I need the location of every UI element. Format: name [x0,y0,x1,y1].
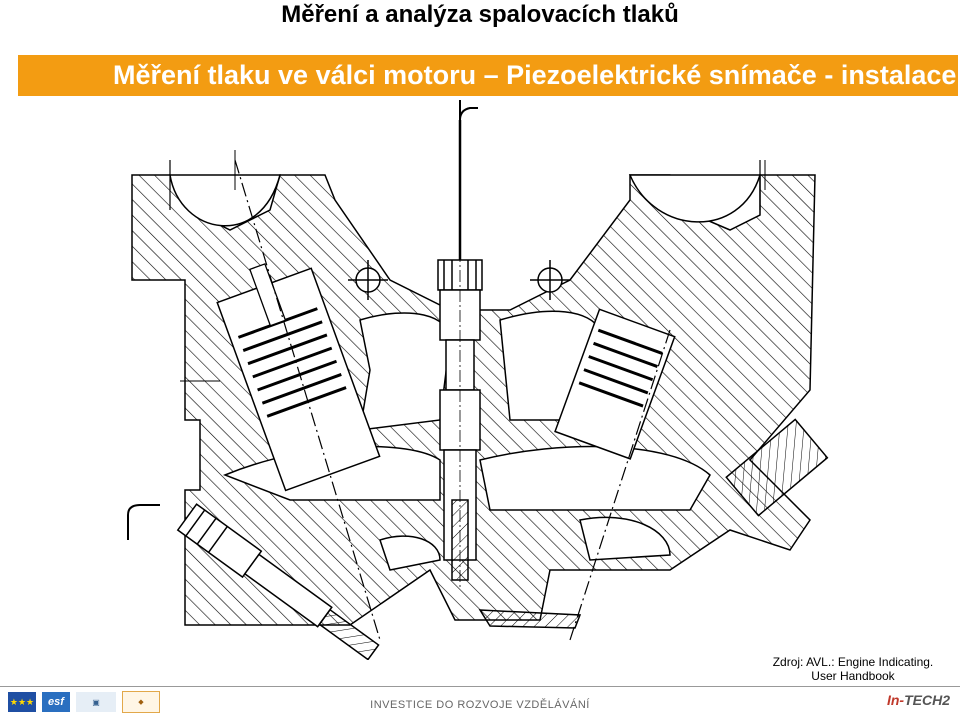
intech-logo: In-TECH2 [887,692,950,708]
footer-text: INVESTICE DO ROZVOJE VZDĚLÁVÁNÍ [370,699,590,711]
side-pressure-sensor [176,503,380,660]
valve-stems [169,159,761,641]
op-logo-icon: ◆ [122,691,160,713]
eu-flag-icon: ★★★ [8,692,36,712]
intech-logo-part1: In- [886,692,905,708]
source-citation: Zdroj: AVL.: Engine Indicating. User Han… [758,655,948,683]
source-line-1: Zdroj: AVL.: Engine Indicating. [772,655,934,669]
axis-marks [180,150,766,382]
central-pressure-sensor [437,100,483,590]
source-line-2: User Handbook [811,669,895,683]
valve-head [478,609,582,629]
ministry-logo-icon: ▣ [76,692,116,712]
cylinder-head-drawing [127,100,829,660]
subtitle-banner: Měření tlaku ve válci motoru – Piezoelek… [18,55,958,96]
intech-logo-part2: TECH2 [904,692,950,708]
side-sensor-cable [127,504,160,540]
left-valve-spring [216,263,381,492]
page-title: Měření a analýza spalovacích tlaků [281,1,679,28]
footer-divider [0,686,960,687]
exhaust-port [725,418,829,517]
bolt-holes [348,260,570,300]
esf-logo: esf [42,692,70,712]
subtitle-text: Měření tlaku ve válci motoru – Piezoelek… [113,60,957,90]
footer-logos: ★★★ esf ▣ ◆ [8,690,160,714]
right-valve-spring [554,308,676,460]
